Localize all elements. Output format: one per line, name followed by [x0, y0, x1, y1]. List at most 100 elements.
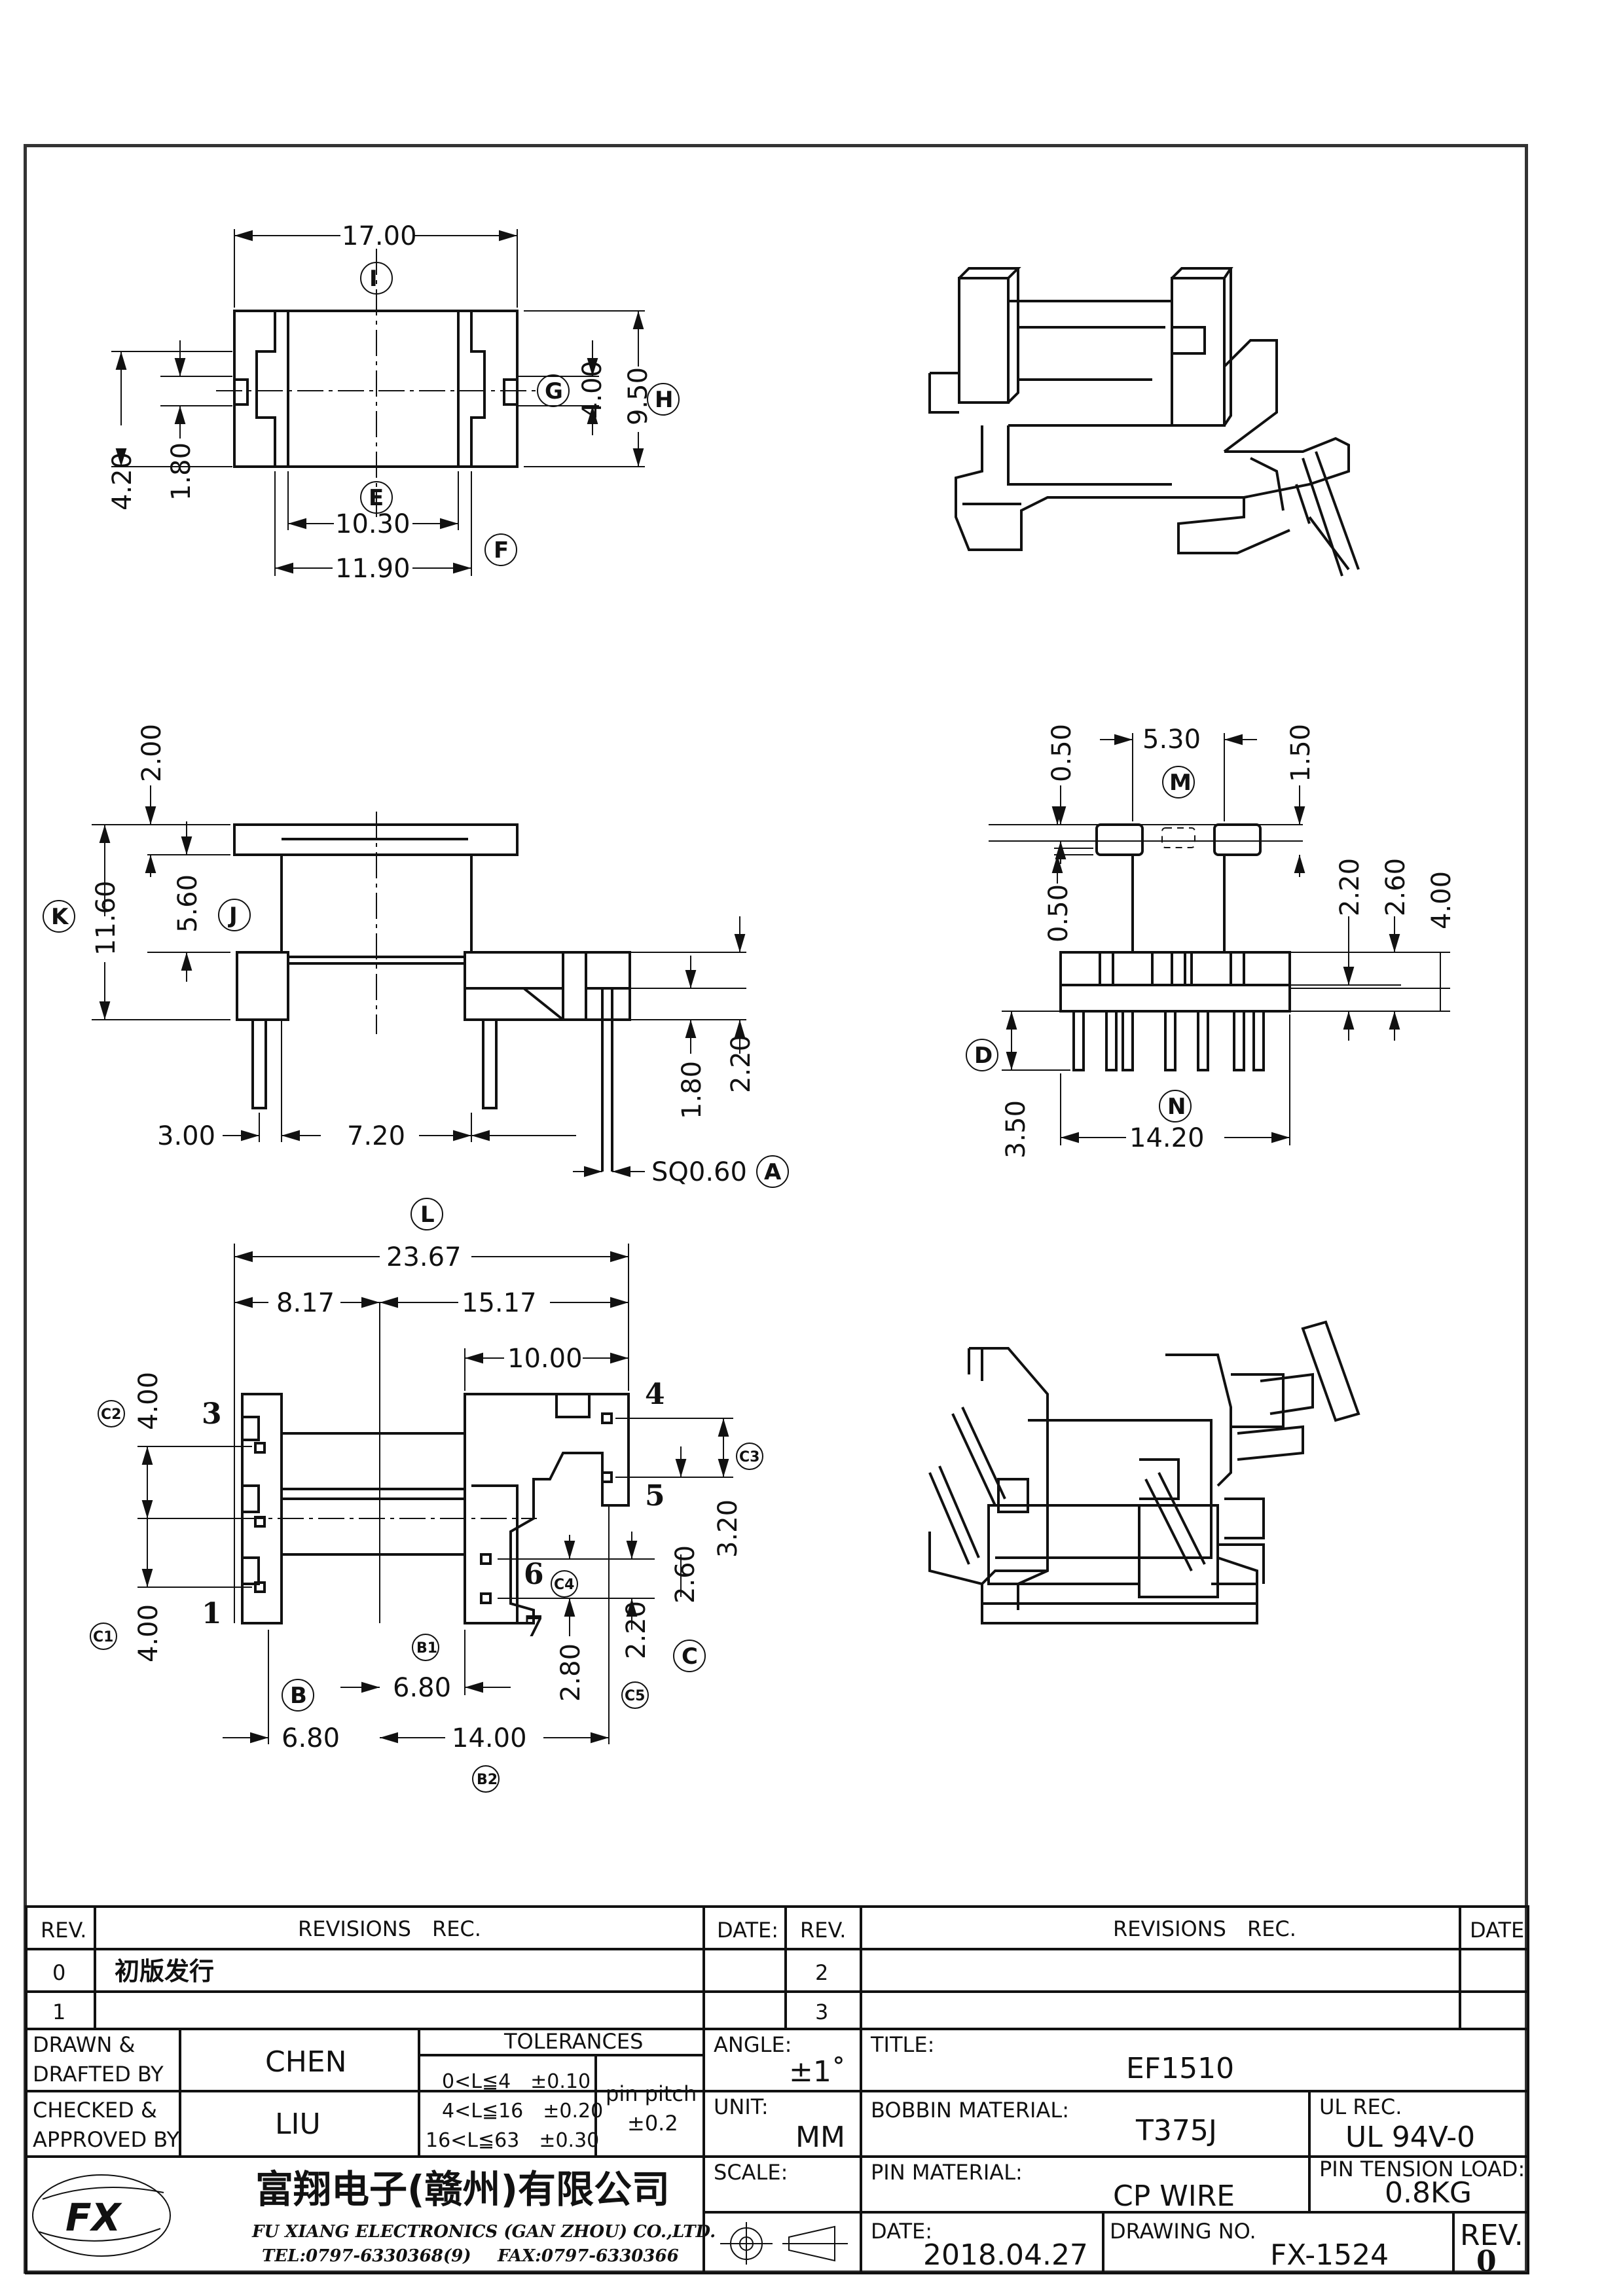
bobbin-value: T375J [1135, 2114, 1217, 2147]
dim-6.80-b: 6.80 [282, 1723, 340, 1753]
company-name-en: FU XIANG ELECTRONICS (GAN ZHOU) CO.,LTD. [251, 2222, 716, 2242]
dim-0.50-left: 0.50 [1044, 884, 1074, 942]
dim-23.67: 23.67 [386, 1242, 462, 1272]
company-logo: FX [32, 2174, 171, 2257]
bubble-C2: C2 [101, 1407, 121, 1423]
drawing-no-value: FX-1524 [1270, 2238, 1389, 2272]
dim-11.60: 11.60 [91, 880, 121, 956]
dim-11.90: 11.90 [335, 554, 410, 584]
dim-15.17: 15.17 [462, 1288, 537, 1318]
scale-label: SCALE: [714, 2160, 788, 2185]
company-fax: FAX:0797-6330366 [497, 2246, 679, 2266]
dim-7.20: 7.20 [347, 1121, 405, 1151]
tol-1: 0<L≦4 ±0.10 [442, 2070, 591, 2093]
date-header-2: DATE: [1470, 1918, 1531, 1943]
dim-2.20-bottom: 2.20 [621, 1601, 651, 1659]
dim-SQ0.60: SQ0.60 [651, 1157, 747, 1187]
rev-value: 0 [1476, 2245, 1497, 2278]
top-view: 17.00 4.00 9.50 4.20 1.80 10.30 11.90 I … [107, 221, 680, 584]
front-view: 5.30 0.50 0.50 1.50 2.20 2.60 4.00 3.50 [966, 724, 1457, 1158]
date-label: DATE: [871, 2219, 932, 2244]
bubble-I: I [369, 266, 378, 292]
rev-row-2: 2 [815, 1960, 828, 1985]
drawn-by: CHEN [265, 2045, 347, 2079]
title-value: EF1510 [1126, 2052, 1234, 2085]
tol-2: 4<L≦16 ±0.20 [442, 2100, 603, 2123]
bubble-B2: B2 [477, 1772, 498, 1788]
drawing-no-label: DRAWING NO. [1110, 2219, 1256, 2244]
bubble-E: E [369, 485, 384, 511]
pin-pitch-value: ±0.2 [627, 2111, 678, 2136]
dim-4.00-front: 4.00 [1427, 871, 1457, 929]
pin-label-3: 3 [202, 1397, 222, 1431]
revisions-header: REVISIONS REC. [298, 1916, 481, 1941]
dim-3.20: 3.20 [713, 1499, 743, 1558]
rev-header-2: REV. [800, 1918, 846, 1943]
dim-1.80-side: 1.80 [677, 1061, 707, 1119]
dim-2.00: 2.00 [137, 724, 167, 782]
checked-label-1: CHECKED & [33, 2098, 157, 2123]
pin-tension-value: 0.8KG [1385, 2176, 1472, 2210]
bubble-K: K [51, 904, 69, 930]
bubble-J: J [228, 903, 238, 929]
pin-label-6: 6 [524, 1558, 544, 1591]
dim-1.50: 1.50 [1286, 724, 1316, 782]
dim-2.60-bottom: 2.60 [670, 1545, 701, 1604]
angle-label: ANGLE: [714, 2032, 792, 2057]
bubble-C: C [682, 1643, 698, 1670]
dim-4.00-c1: 4.00 [134, 1604, 164, 1662]
dim-10.30: 10.30 [335, 509, 410, 539]
bubble-F: F [494, 537, 509, 564]
dim-4.00-top: 4.00 [577, 361, 608, 419]
rev-row-0: 0 [52, 1960, 65, 1985]
bubble-M: M [1169, 770, 1192, 796]
dim-8.17: 8.17 [276, 1288, 335, 1318]
bubble-C4: C4 [554, 1577, 574, 1593]
dim-3.00: 3.00 [157, 1121, 215, 1151]
bubble-D: D [974, 1043, 993, 1069]
pin-label-7: 7 [524, 1610, 544, 1643]
bubble-B1: B1 [416, 1640, 437, 1657]
title-label: TITLE: [870, 2032, 934, 2057]
dim-0.50-top: 0.50 [1047, 724, 1077, 782]
date-header: DATE: [717, 1918, 778, 1943]
unit-label: UNIT: [714, 2094, 769, 2119]
ul-label: UL REC. [1319, 2094, 1402, 2119]
logo-text: FX [65, 2195, 123, 2240]
tolerances-header: TOLERANCES [503, 2029, 643, 2054]
ul-value: UL 94V-0 [1345, 2121, 1475, 2154]
iso-view-top [928, 267, 1360, 577]
company-tel: TEL:0797-6330368(9) [262, 2246, 471, 2266]
company-name-cn: 富翔电子(赣州)有限公司 [255, 2167, 670, 2212]
bubble-C5: C5 [625, 1688, 645, 1704]
bubble-C3: C3 [739, 1449, 759, 1465]
pin-label-5: 5 [645, 1479, 665, 1513]
side-view: 11.60 5.60 2.00 1.80 2.20 3.00 7.20 SQ0.… [43, 724, 789, 1188]
dim-17: 17.00 [342, 221, 417, 251]
bubble-H: H [655, 387, 673, 413]
bubble-C1: C1 [93, 1629, 113, 1645]
bubble-B: B [290, 1683, 307, 1709]
drawn-label-1: DRAWN & [33, 2032, 135, 2057]
dim-5.60: 5.60 [173, 874, 203, 933]
rev-row-0-text: 初版发行 [115, 1957, 214, 1986]
drawn-label-2: DRAFTED BY [33, 2062, 164, 2087]
bubble-G: G [545, 378, 563, 404]
tol-3: 16<L≦63 ±0.30 [426, 2129, 599, 2152]
revisions-header-2: REVISIONS REC. [1113, 1916, 1296, 1941]
dim-10.00: 10.00 [507, 1344, 583, 1374]
rev-row-1: 1 [52, 2000, 65, 2024]
iso-view-bottom [928, 1320, 1360, 1624]
unit-value: MM [795, 2121, 845, 2154]
dim-6.80-b1: 6.80 [393, 1673, 451, 1703]
dim-3.50: 3.50 [1001, 1100, 1031, 1158]
dim-2.20-side: 2.20 [726, 1035, 756, 1093]
checked-by: LIU [275, 2108, 321, 2141]
bottom-view: 23.67 8.17 15.17 10.00 4.00 4.00 3.20 2.… [90, 1198, 763, 1793]
rev-header: REV. [41, 1918, 86, 1943]
dim-4.00-c2: 4.00 [134, 1372, 164, 1430]
checked-label-2: APPROVED BY [33, 2127, 179, 2152]
rev-label: REV. [1460, 2219, 1523, 2252]
dim-9.50: 9.50 [623, 367, 653, 425]
